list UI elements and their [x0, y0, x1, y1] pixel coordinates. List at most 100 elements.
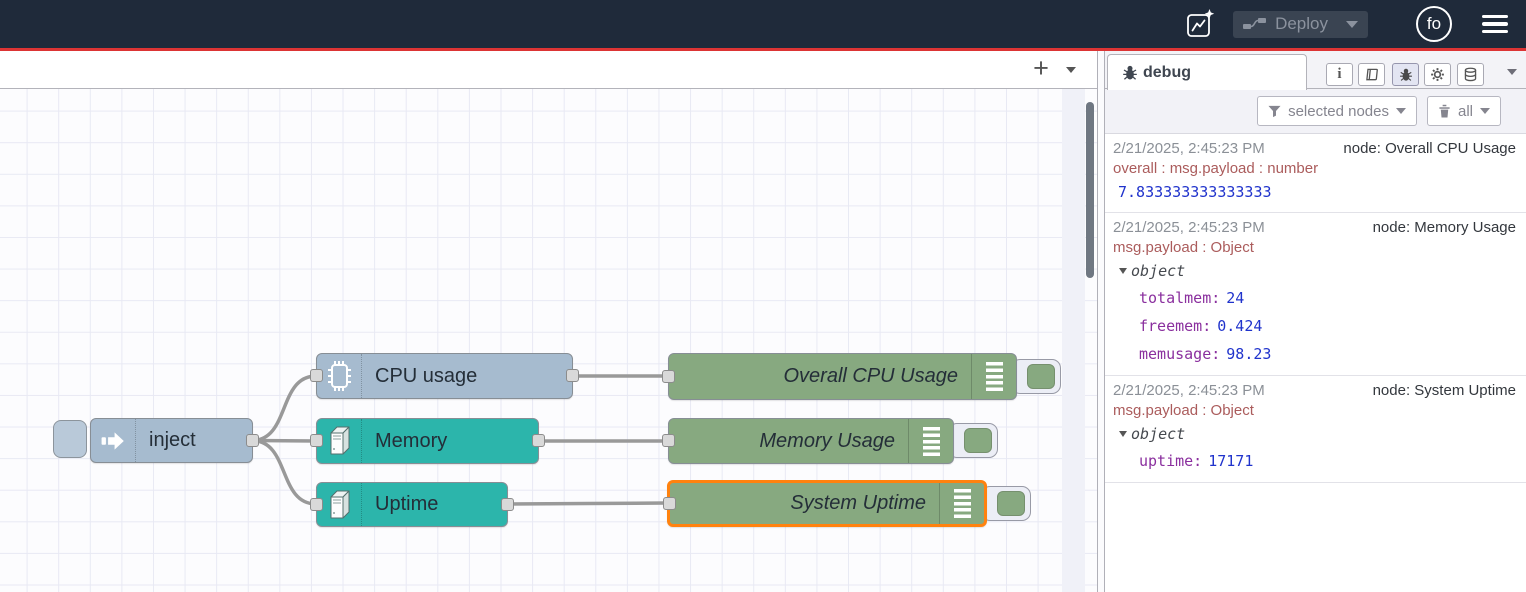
main-menu-button[interactable]: [1478, 11, 1512, 38]
property-value: 0.424: [1217, 317, 1262, 335]
object-property: uptime:17171: [1113, 447, 1516, 475]
inject-arrow-icon: [100, 428, 127, 454]
flow-assistant-button[interactable]: [1183, 7, 1217, 41]
avatar-initials: fo: [1427, 14, 1441, 34]
wire[interactable]: [252, 376, 316, 441]
debug-toggle-button[interactable]: [1011, 359, 1061, 394]
bug-icon: [1122, 65, 1138, 81]
message-timestamp: 2/21/2025, 2:45:23 PM: [1113, 139, 1265, 159]
input-port[interactable]: [663, 497, 676, 510]
config-tab-button[interactable]: [1424, 63, 1451, 86]
gear-icon: [1430, 67, 1445, 82]
message-meta: overall : msg.payload : number: [1113, 159, 1516, 179]
message-timestamp: 2/21/2025, 2:45:23 PM: [1113, 381, 1265, 401]
node-label: Overall CPU Usage: [669, 354, 971, 399]
debug-icon-region: [939, 483, 984, 524]
menu-bar-icon: [1482, 15, 1508, 19]
output-port[interactable]: [566, 369, 579, 382]
debug-toggle-button[interactable]: [981, 486, 1031, 521]
sidebar-tabs: debug i: [1105, 51, 1526, 89]
sidebar-splitter[interactable]: [1097, 51, 1105, 592]
inject-trigger-button[interactable]: [53, 420, 87, 458]
object-expander[interactable]: object: [1113, 258, 1516, 284]
debug-toggle-button[interactable]: [948, 423, 998, 458]
tab-debug[interactable]: debug: [1107, 54, 1307, 90]
tab-debug-label: debug: [1143, 64, 1191, 82]
object-label: object: [1131, 421, 1185, 447]
debug-message-list: 2/21/2025, 2:45:23 PM node: Overall CPU …: [1105, 134, 1526, 592]
collapse-triangle-icon: [1119, 431, 1127, 437]
book-icon: [1364, 67, 1379, 82]
node-label: Memory Usage: [669, 419, 908, 463]
input-port[interactable]: [310, 498, 323, 511]
node-memory[interactable]: Memory: [316, 418, 539, 464]
deploy-dropdown-icon[interactable]: [1346, 21, 1358, 28]
node-label: Memory: [362, 419, 538, 463]
node-debug-memory-usage[interactable]: Memory Usage: [668, 418, 954, 464]
output-port[interactable]: [532, 434, 545, 447]
node-inject[interactable]: inject: [90, 418, 253, 463]
menu-bar-icon: [1482, 22, 1508, 26]
computer-tower-icon: [323, 423, 355, 459]
chevron-down-icon: [1396, 108, 1406, 114]
node-label: CPU usage: [362, 354, 572, 398]
debug-list-icon: [954, 489, 971, 518]
node-label: System Uptime: [670, 483, 939, 524]
message-node-name: node: Memory Usage: [1373, 218, 1516, 238]
message-node-name: node: System Uptime: [1373, 381, 1516, 401]
message-timestamp: 2/21/2025, 2:45:23 PM: [1113, 218, 1265, 238]
debug-message[interactable]: 2/21/2025, 2:45:23 PM node: System Uptim…: [1105, 376, 1526, 483]
filter-funnel-icon: [1268, 105, 1281, 118]
add-flow-button[interactable]: +: [1026, 52, 1056, 86]
flow-tabbar: +: [0, 51, 1097, 89]
message-meta: msg.payload : Object: [1113, 238, 1516, 258]
debug-icon-region: [908, 419, 953, 463]
help-tab-button[interactable]: [1358, 63, 1385, 86]
debug-clear-button[interactable]: all: [1427, 96, 1501, 126]
flow-list-chevron-icon[interactable]: [1066, 67, 1076, 73]
node-label: inject: [136, 419, 252, 462]
output-port[interactable]: [246, 434, 259, 447]
trash-icon: [1438, 104, 1451, 118]
wire[interactable]: [252, 441, 316, 505]
output-port[interactable]: [501, 498, 514, 511]
property-value: 98.23: [1226, 345, 1271, 363]
cpu-icon-region: [317, 354, 362, 398]
object-expander[interactable]: object: [1113, 421, 1516, 447]
canvas-vertical-scrollbar[interactable]: [1086, 102, 1094, 278]
object-label: object: [1131, 258, 1185, 284]
wire[interactable]: [508, 503, 667, 504]
input-port[interactable]: [310, 434, 323, 447]
property-key: freemem:: [1139, 317, 1211, 335]
node-cpu-usage[interactable]: CPU usage: [316, 353, 573, 399]
memory-icon-region: [317, 419, 362, 463]
debug-icon-region: [971, 354, 1016, 399]
property-key: totalmem:: [1139, 289, 1220, 307]
input-port[interactable]: [310, 369, 323, 382]
context-tab-button[interactable]: [1457, 63, 1484, 86]
debug-toolbar: selected nodes all: [1105, 89, 1526, 134]
node-uptime[interactable]: Uptime: [316, 482, 508, 527]
computer-tower-icon: [323, 487, 355, 523]
property-value: 24: [1226, 289, 1244, 307]
debug-toggle-state: [964, 428, 992, 453]
message-value: 7.833333333333333: [1113, 179, 1516, 205]
flow-assistant-icon: [1184, 8, 1216, 40]
deploy-icon: [1243, 17, 1267, 31]
debug-message[interactable]: 2/21/2025, 2:45:23 PM node: Overall CPU …: [1105, 134, 1526, 213]
node-debug-system-uptime[interactable]: System Uptime: [667, 480, 987, 527]
debug-toggle-state: [997, 491, 1025, 516]
debug-tab-button[interactable]: [1392, 63, 1419, 86]
workspace-canvas[interactable]: inject CPU usage: [0, 89, 1097, 592]
user-avatar[interactable]: fo: [1416, 6, 1452, 42]
sidebar-menu-chevron-icon[interactable]: [1507, 69, 1517, 75]
node-debug-overall-cpu[interactable]: Overall CPU Usage: [668, 353, 1017, 400]
deploy-button[interactable]: Deploy: [1233, 11, 1368, 38]
input-port[interactable]: [662, 370, 675, 383]
bug-icon: [1399, 68, 1413, 82]
debug-filter-button[interactable]: selected nodes: [1257, 96, 1417, 126]
input-port[interactable]: [662, 434, 675, 447]
info-tab-button[interactable]: i: [1326, 63, 1353, 86]
debug-message[interactable]: 2/21/2025, 2:45:23 PM node: Memory Usage…: [1105, 213, 1526, 376]
